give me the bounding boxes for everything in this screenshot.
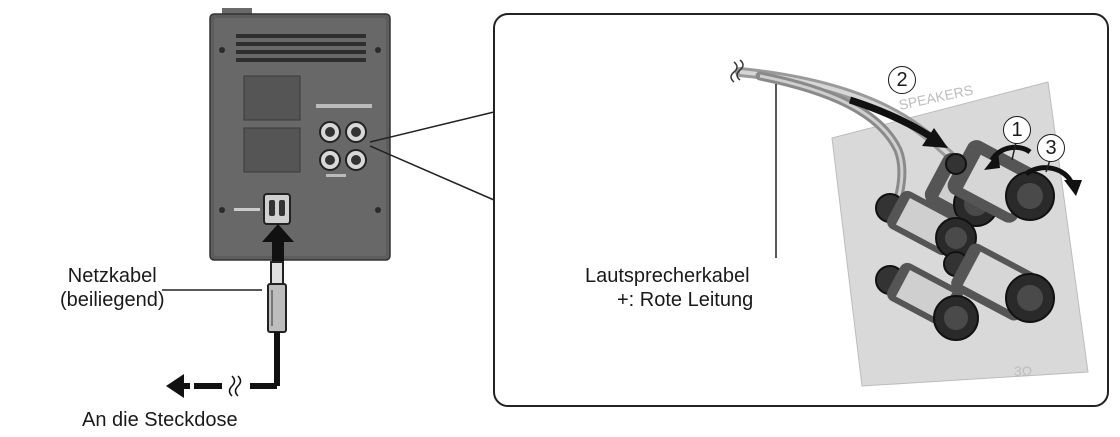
lautsprecherkabel-label: Lautsprecherkabel +: Rote Leitung	[585, 264, 753, 312]
tighten-arrow	[1024, 165, 1082, 196]
ac-inlet	[234, 193, 291, 225]
svg-text:3Ω: 3Ω	[1014, 363, 1032, 379]
speaker-terminal-block	[316, 104, 372, 177]
lautsprecherkabel-label-line1: Lautsprecherkabel	[585, 265, 750, 287]
netzkabel-label: Netzkabel (beiliegend)	[60, 264, 165, 312]
main-unit-rear	[209, 8, 391, 261]
terminal-bottom-left	[875, 262, 979, 341]
terminal-top-right	[945, 140, 1055, 223]
vent-grille	[236, 34, 366, 62]
step-1-marker: 1	[1003, 116, 1031, 144]
netzkabel-label-line2: (beiliegend)	[60, 289, 165, 311]
terminal-left-mid	[875, 190, 977, 259]
terminal-bottom-right	[943, 243, 1055, 323]
loosen-arrow	[984, 144, 1032, 170]
callout-line-bottom	[369, 145, 495, 201]
step-3-marker: 3	[1037, 134, 1065, 162]
insert-arrow	[848, 96, 948, 148]
steckdose-label: An die Steckdose	[82, 409, 238, 431]
power-cord	[166, 224, 294, 398]
lautsprecherkabel-label-line2: +: Rote Leitung	[617, 289, 754, 311]
netzkabel-label-line1: Netzkabel	[67, 265, 157, 287]
step-2-marker: 2	[888, 66, 916, 94]
callout-line-top	[369, 111, 495, 143]
